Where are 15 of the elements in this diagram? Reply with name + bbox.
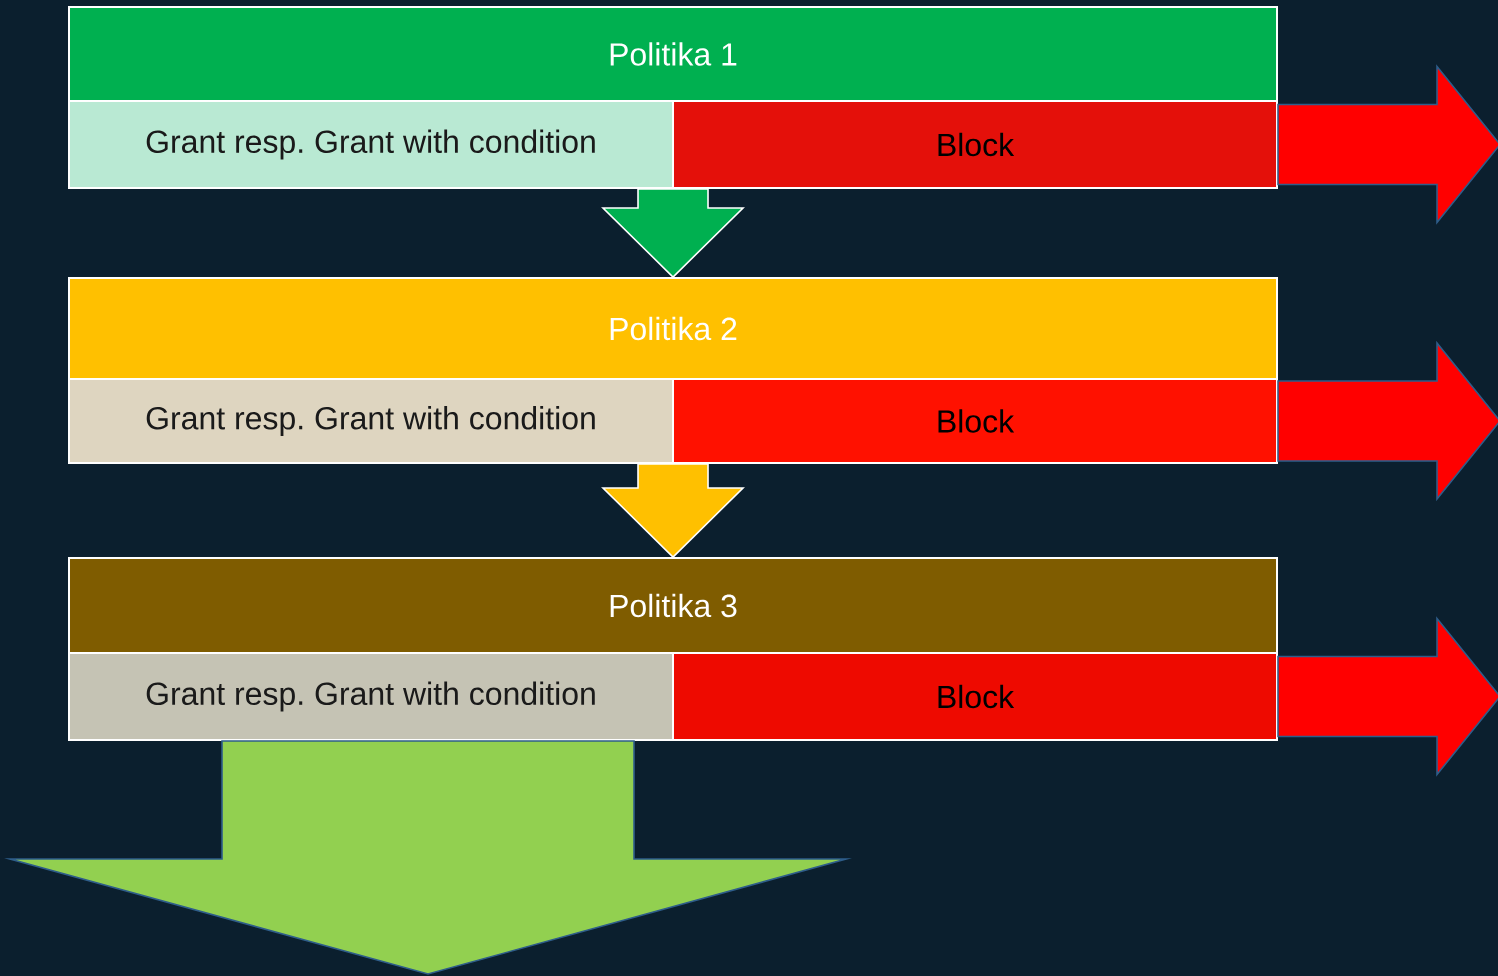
block-arrow bbox=[4, 740, 852, 975]
block-cell: Block bbox=[672, 652, 1278, 741]
policy-header: Politika 2 bbox=[68, 277, 1278, 380]
policy-header: Politika 1 bbox=[68, 6, 1278, 102]
grant-cell: Grant resp. Grant with condition bbox=[68, 100, 674, 189]
block-arrow bbox=[601, 463, 745, 559]
grant-cell: Grant resp. Grant with condition bbox=[68, 378, 674, 464]
block-arrow bbox=[1277, 616, 1498, 777]
block-cell: Block bbox=[672, 100, 1278, 189]
block-cell: Block bbox=[672, 378, 1278, 464]
grant-cell: Grant resp. Grant with condition bbox=[68, 652, 674, 741]
block-arrow bbox=[601, 188, 745, 279]
policy-header: Politika 3 bbox=[68, 557, 1278, 654]
block-arrow bbox=[1277, 64, 1498, 225]
block-arrow bbox=[1277, 340, 1498, 502]
